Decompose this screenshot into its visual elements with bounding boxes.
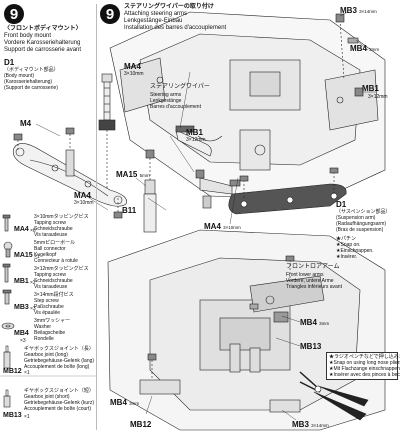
- body-mount-plate-illustration: [12, 130, 127, 207]
- snap-fr: ★Insérer.: [336, 254, 358, 260]
- step-number-badge-right: 9: [100, 4, 120, 24]
- snap-jp: ★パチン: [336, 236, 357, 242]
- tool-note: ★ラジオペンチなどで押し込みます。 ★Snap on using long no…: [326, 352, 400, 380]
- mb1-size-mid: 3×12mm: [186, 137, 206, 143]
- parts-code-mb13: MB13: [3, 412, 22, 419]
- d1-en-right: (Suspension arm): [336, 215, 376, 221]
- parts-qty-ma4: ×6: [30, 228, 36, 234]
- column-divider: [96, 4, 97, 430]
- d1-de-left: (Karosseriehalterung): [4, 79, 53, 85]
- right-header-de: Lenkgestänge-Einbau: [124, 18, 183, 24]
- d1-de-right: (Radaufhängungsarm): [336, 221, 387, 227]
- right-header-jp: ステアリングワイパーの取り付け: [124, 4, 214, 10]
- left-header-jp: 〈フロントボディマウント〉: [4, 26, 82, 32]
- mb4-callout-low: MB4 3mm: [110, 398, 140, 407]
- parts-qty-mb3: ×3: [30, 306, 36, 312]
- front-lower-arm-jp: フロントロアアーム: [286, 264, 340, 270]
- mb4-callout-mid: MB4 3mm: [300, 318, 330, 327]
- ma15-callout: MA15 5mm: [116, 170, 150, 179]
- ma4-callout-low: MA4 3×10mm: [204, 222, 241, 231]
- mb12-callout: MB12: [130, 420, 152, 429]
- mb3-callout-bottom: MB3 3×14mm: [292, 420, 329, 429]
- parts-qty-mb13: ×1: [24, 414, 30, 420]
- parts-qty-mb1: ×2: [30, 280, 36, 286]
- b11-label: B11: [122, 206, 137, 215]
- parts-code-mb1: MB1: [14, 278, 29, 285]
- parts-code-ma15: MA15: [14, 252, 33, 259]
- steering-arms-illustration: [143, 125, 241, 233]
- steering-arm-jp: ステアリングワイパー: [150, 84, 210, 90]
- lower-chassis-illustration: [107, 229, 386, 431]
- right-header-en: Attaching steering arms: [124, 11, 188, 17]
- d1-jp-left: （ボディマウント部品）: [4, 67, 59, 73]
- parts-code-mb12: MB12: [3, 368, 22, 375]
- snap-de: ★Einschnappen.: [336, 248, 374, 254]
- front-lower-arm-en: Front lower arms: [286, 272, 324, 278]
- suspension-arm-illustration: [228, 167, 347, 215]
- d1-fr-left: (Support de carrosserie): [4, 85, 58, 91]
- mb1-callout-right: MB1: [362, 84, 379, 93]
- parts-qty-mb4: ×3: [20, 338, 26, 344]
- snap-en: ★Snap on.: [336, 242, 361, 248]
- ma4-label-left: MA4: [74, 191, 91, 200]
- steering-arm-de: Lenkgestänge: [150, 98, 182, 104]
- mb1-size-right: 3×12mm: [368, 94, 388, 100]
- m4-label: M4: [20, 119, 32, 128]
- parts-qty-ma15: ×1: [34, 254, 40, 260]
- left-header-en: Front body mount: [4, 33, 52, 39]
- mb13-callout: MB13: [300, 342, 322, 351]
- d1-en-left: (Body mount): [4, 73, 35, 79]
- parts-code-ma4: MA4: [14, 226, 29, 233]
- right-header-fr: Installation des barres d'accouplement: [124, 25, 227, 31]
- ma4-size-left: 3×10mm: [74, 200, 94, 206]
- leader-lines: [35, 11, 376, 421]
- parts-list-sketches: [0, 214, 96, 408]
- d1-label-right: D1: [336, 200, 347, 209]
- d1-label-left: D1: [4, 58, 15, 67]
- left-header-fr: Support de carrosserie avant: [4, 47, 82, 53]
- left-screw-illustrations: [13, 127, 123, 219]
- body-mount-post-illustration: [98, 73, 116, 190]
- parts-qty-mb12: ×1: [24, 370, 30, 376]
- d1-fr-right: (Bras de suspension): [336, 227, 384, 233]
- steering-arm-en: Steering arms: [150, 92, 182, 98]
- front-lower-arm-de: Vordere, untere Arme: [286, 278, 334, 284]
- mb4-callout-top: MB4 3mm: [350, 44, 380, 53]
- ma4-callout-mid: MA4: [124, 62, 141, 71]
- parts-code-mb4: MB4: [14, 330, 29, 337]
- pliers-illustration: [299, 371, 369, 421]
- mb1-callout-mid: MB1: [186, 128, 203, 137]
- mb3-callout-top: MB3 3×14mm: [340, 6, 377, 15]
- step-number-badge: 9: [4, 4, 24, 24]
- upper-chassis-illustration: [109, 11, 386, 201]
- parts-code-mb3: MB3: [14, 304, 29, 311]
- left-header-de: Vordere Karosseriehalterung: [4, 40, 81, 46]
- d1-jp-right: （サスペンション部品）: [336, 209, 391, 215]
- front-lower-arm-fr: Triangles inférieurs avant: [286, 284, 342, 290]
- steering-arm-fr: Barres d'accouplement: [150, 104, 201, 110]
- ma4-size-mid: 3×10mm: [124, 71, 144, 77]
